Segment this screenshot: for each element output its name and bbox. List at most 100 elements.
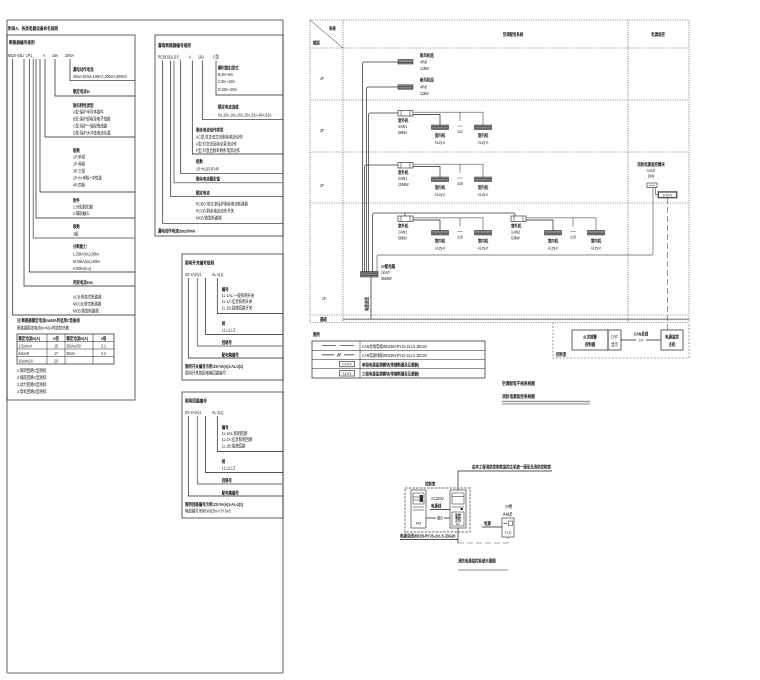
leader-line bbox=[216, 416, 283, 452]
legend-symbol-label: S-DYX bbox=[342, 372, 351, 376]
field-line: 1L-1AL:一般照明开关 bbox=[222, 292, 255, 299]
breaker-naming-rule: 断路器编号规则 MCB- 63L/ 1P1_ A 16A 30mA 漏电动作电流… bbox=[6, 34, 136, 401]
header-main: 空调配电系统 bbox=[503, 31, 524, 38]
indoor-unit-name: 室内机 bbox=[435, 132, 446, 139]
diagram-title: 消防电源监控系统示意图 bbox=[458, 558, 496, 565]
indoor-feeder bbox=[526, 219, 554, 231]
field-description: 配电箱编号 bbox=[222, 490, 240, 497]
indoor-unit-name: 室内机 bbox=[478, 184, 489, 191]
sensor-link bbox=[655, 187, 658, 195]
field-heading: 相 bbox=[222, 320, 226, 327]
field-line: L1,L2,L3 bbox=[222, 328, 236, 333]
indoor-unit-name: 室内机 bbox=[478, 238, 489, 245]
field-heading: 额定电流In bbox=[73, 88, 90, 95]
panel-power: 356kW bbox=[381, 276, 392, 281]
control-room-label: 控制室 bbox=[556, 351, 567, 358]
indoor-count: x18 bbox=[570, 235, 576, 240]
field-heading: 级数 bbox=[72, 223, 80, 230]
host-label: 监控 bbox=[455, 513, 461, 518]
power-in-voltage: AC220V bbox=[431, 496, 444, 501]
field-line: 1L-2A:应急照明回路 bbox=[222, 436, 253, 443]
leader-line bbox=[187, 278, 283, 359]
indoor-unit bbox=[474, 176, 492, 182]
legend: 图例 D-DYX S-DYX CAN总线电缆WDZDN-RYJS-2x1.5 J… bbox=[311, 331, 486, 379]
field-line: 1P:单极 bbox=[73, 154, 85, 161]
field-heading: 剩余电流动作类型 bbox=[196, 127, 224, 134]
switch-rule-title: 照明开关编号规则 bbox=[185, 260, 214, 267]
cabinet-lower-panel bbox=[451, 511, 465, 527]
indoor-unit bbox=[431, 124, 449, 130]
leader-line bbox=[162, 60, 283, 224]
switch-naming-rule: 照明开关编号规则 ZS-YA(A)1 AL-2(1) 编号1L-1AL:一般照明… bbox=[181, 253, 284, 381]
outdoor-unit bbox=[510, 215, 527, 222]
code-segment: 32L/1P_ bbox=[168, 55, 181, 60]
circuit-footer: 照明回路编号示例:ZS-YA(A)1-AL-2(1)电缆编号示例:WDZN-YJ… bbox=[185, 501, 244, 515]
field-line: 1L-2AL:照明回路 bbox=[222, 430, 248, 437]
floor-1f-ac-group: • • • x18 室外机 1AW2 63kW 室内机 ALzy-n 室内机 A… bbox=[510, 215, 605, 251]
module-code: AALE bbox=[647, 168, 656, 173]
switch-rule-box bbox=[181, 253, 284, 381]
field-description: 剩余电流动作类型AC型:对正弦交流剩余电流动作A型:对交流及脉动直流动作F型:对… bbox=[196, 127, 243, 155]
field-line: 1P+N:单极+中性极 bbox=[73, 175, 102, 182]
field-heading: 回路号 bbox=[222, 477, 233, 484]
indoor-unit-name: 室内机 bbox=[548, 238, 559, 245]
leader-line bbox=[23, 59, 135, 287]
indoor-unit bbox=[431, 230, 449, 236]
field-heading: 注:断路器额定电流In≤63A时选用C型曲线 bbox=[17, 317, 80, 324]
module-location: 1#楼 bbox=[505, 503, 513, 510]
outdoor-unit-name: 室外机 bbox=[398, 223, 409, 230]
field-heading: 漏电动作电流IΔn≤30mA bbox=[158, 228, 196, 235]
incoming-cable-label: 电缆进线 bbox=[364, 297, 371, 311]
floor-label-3f: 3F bbox=[320, 128, 324, 133]
table-cell: 6≤In≤8 bbox=[19, 351, 30, 356]
leader-line bbox=[215, 60, 283, 96]
leader-line bbox=[205, 278, 283, 335]
trip-multiple-table: 额定电流In(A) n倍 额定电流In(A) n倍 1.5≤In≤4 15 20… bbox=[16, 333, 115, 365]
field-line: B:3In~5In bbox=[218, 72, 233, 77]
legend-item-text: 单相电源监测模块(带熔断器及互感器) bbox=[362, 361, 420, 368]
power-in-label: 电源线 bbox=[431, 503, 442, 510]
field-line: 30mA,50mA,100mA,300mA,500mA bbox=[73, 74, 127, 79]
monitor-feed-line bbox=[376, 187, 654, 272]
fas-panel-label: 火灾报警 bbox=[583, 334, 597, 341]
indoor-unit bbox=[474, 124, 492, 130]
unit-name: 新风机组 bbox=[420, 77, 434, 84]
header-monitor: 电源监控 bbox=[651, 31, 665, 38]
table-cell: 2.2 bbox=[101, 351, 106, 356]
field-description: 回路号 bbox=[222, 477, 233, 484]
field-line: 2:辅助触头 bbox=[73, 210, 90, 217]
switch-footer: 照明开关编号示例:ZS-YA(A)1-AL-2(1)照明开关按配电箱回路编号 bbox=[185, 363, 244, 377]
monitor-host-label: 主机 bbox=[669, 341, 676, 348]
floor-label-4f: 4F bbox=[320, 76, 324, 81]
crt-box bbox=[607, 329, 622, 351]
drawing-title: 消防电源监控系统图 bbox=[502, 393, 535, 400]
outdoor-unit-name: 室外机 bbox=[511, 223, 522, 230]
indoor-feeder bbox=[413, 114, 441, 125]
table-cell: 17 bbox=[54, 351, 58, 356]
field-line: 1:分励脱扣器 bbox=[73, 204, 93, 211]
riser-cable-4f-1 bbox=[362, 61, 398, 272]
fas-panel-label: 控制器 bbox=[585, 341, 596, 348]
indoor-feeder bbox=[413, 219, 441, 231]
outdoor-unit bbox=[397, 162, 414, 169]
field-line: 断路器额定电流In>63A时脱扣倍数 bbox=[17, 325, 70, 332]
riser-cable-2f bbox=[364, 164, 398, 272]
leader-line bbox=[12, 59, 135, 316]
indoor-unit-code: ALzy-n bbox=[548, 246, 559, 251]
indoor-feeder bbox=[413, 166, 441, 177]
field-line: MCCB:塑壳断路器 bbox=[73, 301, 102, 308]
control-room-label: 控制室 bbox=[425, 481, 436, 488]
field-line: C型:保护一般配电线路 bbox=[73, 123, 108, 130]
circuit-rule-box bbox=[181, 391, 284, 519]
control-room-boundary bbox=[404, 487, 471, 533]
field-line: 2P:两极 bbox=[73, 161, 85, 168]
leader-line bbox=[191, 60, 283, 155]
field-heading: 剩余电流额定值 bbox=[196, 176, 220, 183]
table-cell: 20≤In≤50 bbox=[67, 343, 82, 348]
table-cell: 20 bbox=[54, 358, 58, 363]
outdoor-unit-name: 室外机 bbox=[398, 117, 409, 124]
cabinet-panel-lines bbox=[413, 496, 424, 511]
